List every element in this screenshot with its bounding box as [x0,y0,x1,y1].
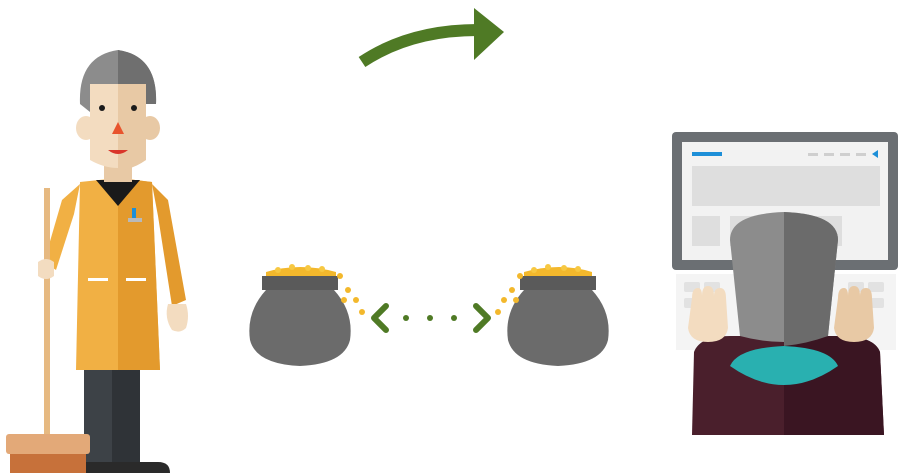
pot-of-gold-icon [495,264,609,366]
exchange-arrows-icon [374,306,488,330]
janitor-figure-icon [44,50,188,473]
pot-of-gold-icon [249,264,365,366]
office-worker-icon [672,132,898,435]
curved-arrow-icon [362,8,504,62]
